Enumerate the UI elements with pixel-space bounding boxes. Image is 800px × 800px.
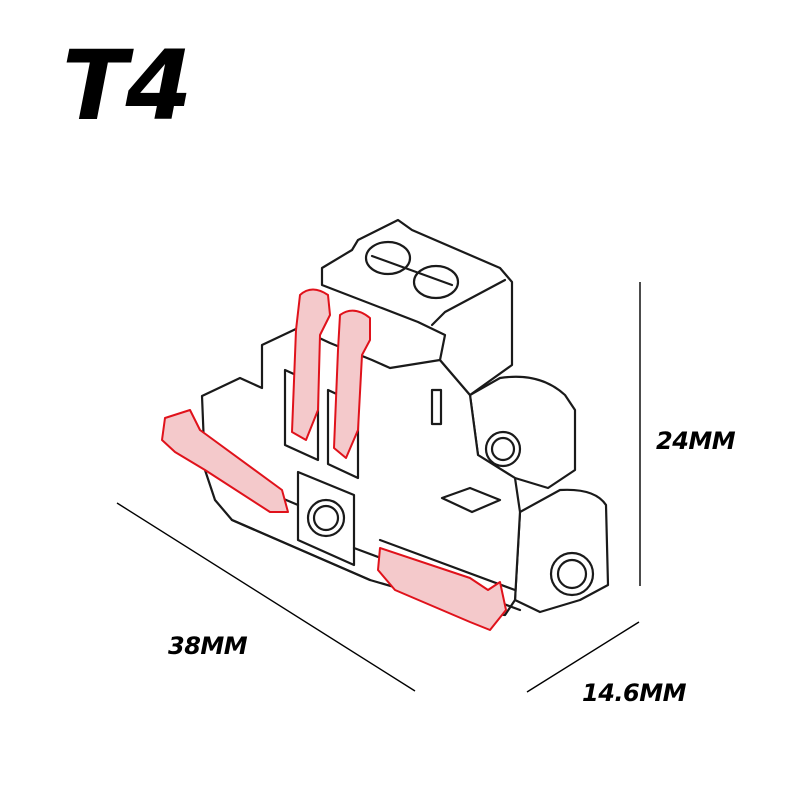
depth-dimension-label: 14.6MM (582, 679, 686, 707)
wire-hole-1 (364, 240, 412, 276)
tower-front-face (430, 278, 507, 327)
side-lever-left (161, 409, 289, 513)
side-lever-right (377, 547, 507, 631)
front-mounting-ear (513, 488, 610, 614)
dimension-lines (116, 282, 641, 693)
height-dimension-label: 24MM (656, 427, 736, 455)
rear-screw-hole-inner (490, 436, 516, 462)
top-lever-left (291, 288, 331, 441)
top-lever-right (333, 309, 371, 459)
length-dimension-line (116, 502, 416, 692)
wire-hole-divider (370, 254, 454, 287)
front-screw-hole-inner (556, 558, 588, 590)
release-levers (161, 288, 507, 631)
depth-dimension-line (526, 621, 640, 693)
wire-hole-2 (412, 264, 460, 300)
tower-slot (430, 388, 443, 426)
model-title: T4 (62, 30, 192, 142)
center-terminal-screw-inner (312, 504, 340, 532)
length-dimension-label: 38MM (168, 632, 248, 660)
base-top-slot (440, 486, 502, 514)
